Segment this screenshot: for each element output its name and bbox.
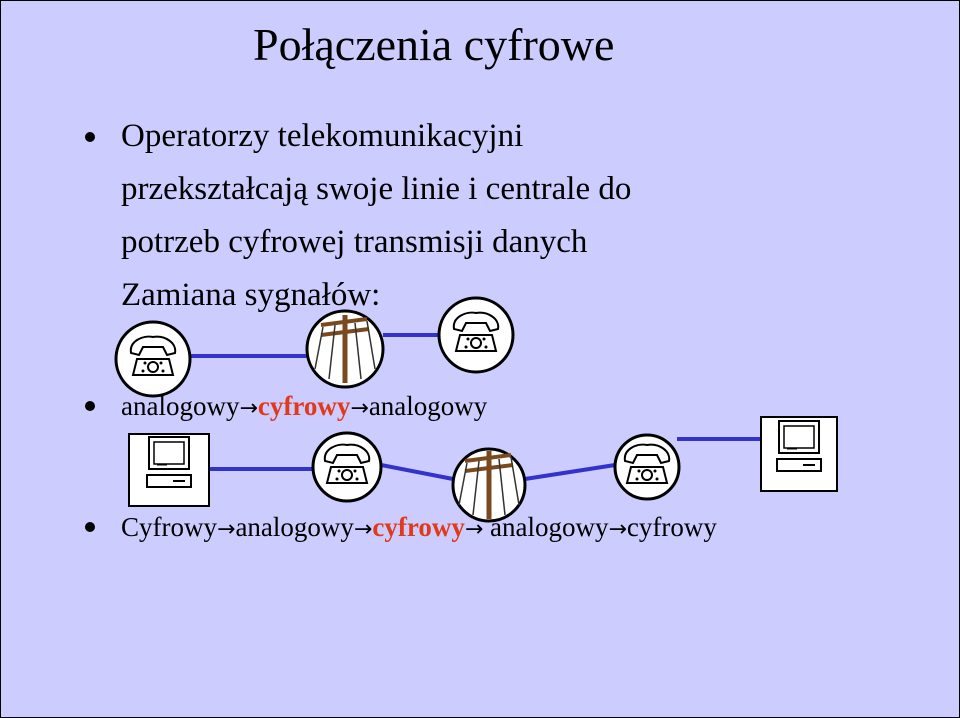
seq-item: cyfrowy xyxy=(626,512,717,542)
arrow-icon: → xyxy=(608,517,627,542)
seq-item: analogowy xyxy=(121,391,240,421)
bullet-dot-3 xyxy=(85,522,95,532)
telephone-icon xyxy=(437,296,515,374)
arrow-icon: → xyxy=(464,517,484,542)
arrow-icon: → xyxy=(239,396,258,421)
seq-item-highlight: cyfrowy xyxy=(372,512,465,542)
computer-icon xyxy=(760,416,838,492)
arrow-icon: → xyxy=(353,517,373,542)
seq-item: Cyfrowy xyxy=(121,512,217,542)
slide-title: Połączenia cyfrowe xyxy=(253,19,615,70)
bullet2-sequence: analogowy→cyfrowy→analogowy xyxy=(121,389,487,426)
bullet1-line-4: Zamiana sygnałów: xyxy=(121,277,381,313)
telephone-icon xyxy=(613,433,681,501)
bullet-dot-2 xyxy=(85,401,95,411)
seq-item-highlight: cyfrowy xyxy=(257,391,351,421)
utility-pole-icon xyxy=(305,309,385,389)
telephone-icon xyxy=(311,431,383,503)
bullet1-line-1: Operatorzy telekomunikacyjni xyxy=(121,118,524,154)
seq-item: analogowy xyxy=(368,391,488,421)
arrow-icon: → xyxy=(350,396,369,421)
bullet-dot-1 xyxy=(85,132,95,142)
telephone-icon xyxy=(114,320,192,398)
bullet1-line-3: potrzeb cyfrowej transmisji danych xyxy=(121,224,588,260)
arrow-icon: → xyxy=(217,517,236,542)
bullet1-line-2: przekształcają swoje linie i centrale do xyxy=(121,171,632,207)
computer-icon xyxy=(128,433,210,507)
seq-item: analogowy xyxy=(483,512,609,542)
utility-pole-icon xyxy=(451,447,527,523)
seq-item: analogowy xyxy=(235,512,354,542)
bullet3-sequence: Cyfrowy→analogowy→cyfrowy→ analogowy→cyf… xyxy=(121,510,717,547)
